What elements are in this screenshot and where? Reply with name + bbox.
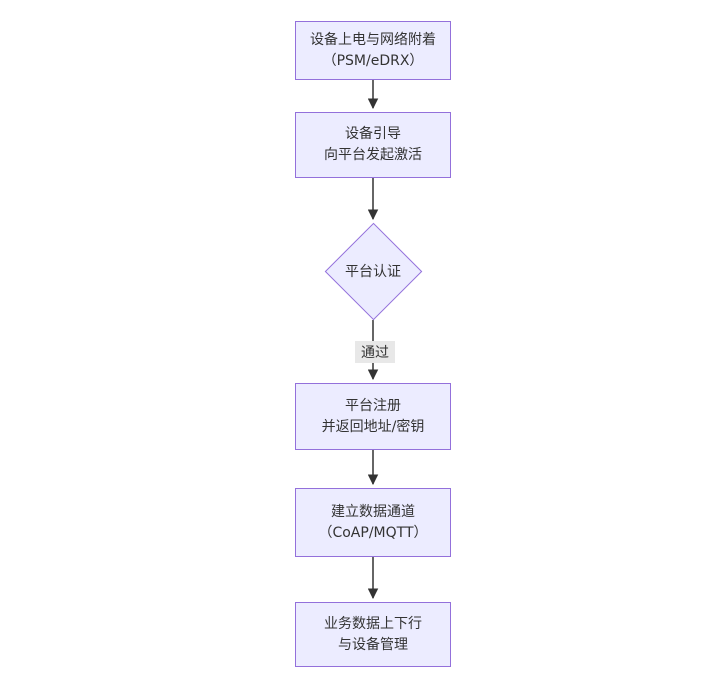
edge-label-pass: 通过 bbox=[355, 341, 395, 363]
node-power-network-attach: 设备上电与网络附着 （PSM/eDRX） bbox=[295, 21, 451, 80]
node-device-bootstrap: 设备引导 向平台发起激活 bbox=[295, 112, 451, 178]
node-label-line: 平台注册 bbox=[345, 397, 401, 414]
node-label-line: 平台认证 bbox=[345, 264, 401, 280]
node-platform-register: 平台注册 并返回地址/密钥 bbox=[295, 383, 451, 450]
node-data-channel: 建立数据通道 （CoAP/MQTT） bbox=[295, 488, 451, 557]
node-label-line: 与设备管理 bbox=[338, 636, 408, 653]
node-label-line: 向平台发起激活 bbox=[324, 147, 422, 163]
node-label-line: （CoAP/MQTT） bbox=[318, 524, 428, 541]
node-label-line: （PSM/eDRX） bbox=[322, 52, 424, 69]
node-label-line: 设备上电与网络附着 bbox=[310, 31, 436, 48]
node-label-line: 设备引导 bbox=[345, 126, 401, 142]
node-business-data: 业务数据上下行 与设备管理 bbox=[295, 602, 451, 667]
node-label-line: 业务数据上下行 bbox=[324, 615, 422, 632]
node-label-line: 并返回地址/密钥 bbox=[321, 418, 425, 435]
node-label-line: 建立数据通道 bbox=[331, 503, 415, 520]
